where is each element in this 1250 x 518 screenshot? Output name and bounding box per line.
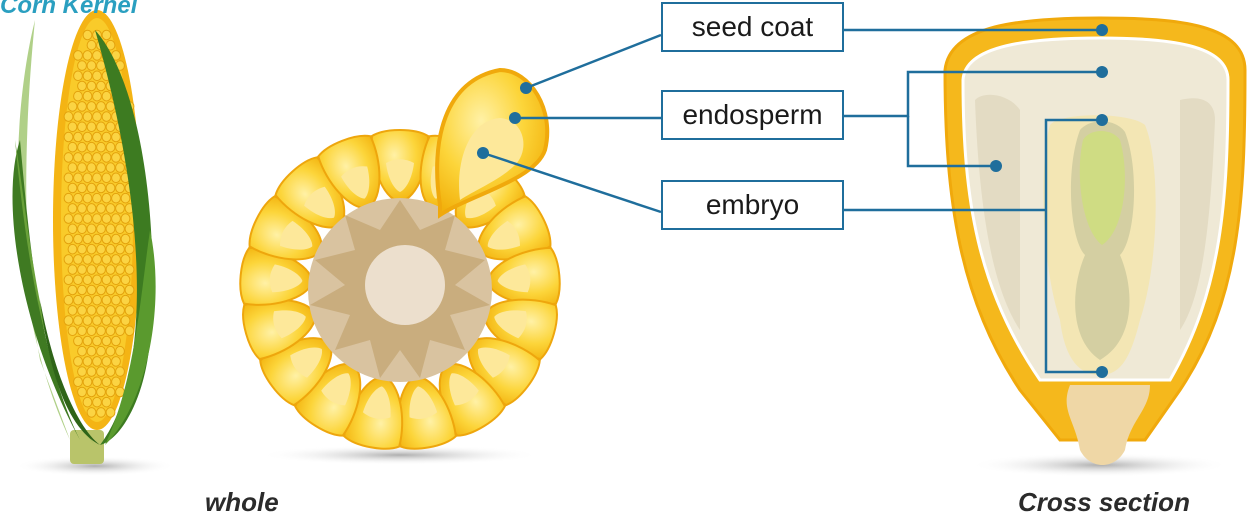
label-seed-coat: seed coat — [661, 2, 844, 52]
caption-cross-section: Cross section — [1018, 487, 1190, 518]
whole-corn-ear — [13, 10, 176, 476]
cob-cross-section — [238, 70, 562, 465]
caption-whole: whole — [205, 487, 279, 518]
diagram-title: Corn Kernel — [0, 0, 137, 20]
leader-seed-coat-left — [526, 35, 661, 88]
label-embryo: embryo — [661, 180, 844, 230]
label-endosperm: endosperm — [661, 90, 844, 140]
kernel-cross-section — [945, 18, 1245, 477]
